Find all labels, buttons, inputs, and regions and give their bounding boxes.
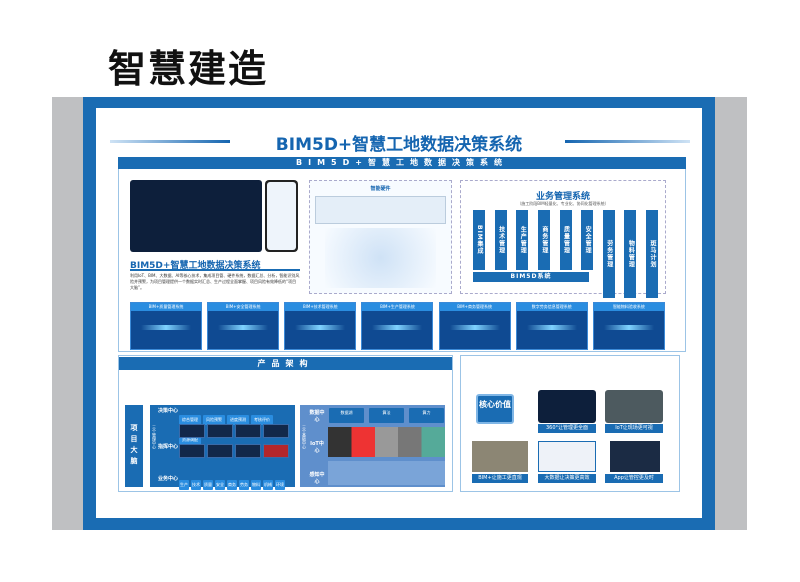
- business-item: 商务: [227, 480, 237, 490]
- command-screens: [178, 423, 295, 463]
- business-item: 生产: [179, 480, 189, 490]
- business-column: 商务管理: [537, 210, 550, 270]
- system-card: BIM+技术管理系统: [284, 302, 357, 350]
- decision-center-label: 决策中心: [158, 408, 179, 414]
- sensor-devices-image: [328, 461, 445, 485]
- management-centers: 三个管理中心 决策中心 综合管理风险预警进度预测考核评价资源调配 指挥中心 业务…: [150, 405, 295, 490]
- system-cards: BIM+质量管理系统 BIM+安全管理系统 BIM+技术管理系统 BIM+生产管理系统…: [130, 302, 665, 350]
- business-item: 机械: [263, 480, 273, 490]
- business-column: 生产管理: [516, 210, 529, 270]
- data-group: 数据湖: [329, 408, 364, 423]
- hardware-diagram: 智能硬件: [309, 180, 452, 294]
- glow-graphic: [141, 325, 191, 330]
- iot-devices-image: [328, 427, 445, 457]
- decision-item: 综合管理: [179, 415, 201, 425]
- business-column: 物料管理: [624, 210, 637, 298]
- business-item: 环境: [275, 480, 285, 490]
- core-value-section: [460, 355, 680, 492]
- decision-item: 资源调配: [179, 435, 201, 445]
- value-image: [472, 441, 528, 472]
- business-subtitle: （施工阶段BIM轻量化、专业化、协同化管理系统）: [517, 201, 609, 206]
- core-value-item: App让管控更及时: [605, 474, 663, 483]
- system-card-title: 智能物料验收系统: [593, 303, 664, 311]
- business-system: [460, 180, 666, 294]
- system-card: BIM+商务管理系统: [438, 302, 511, 350]
- sensing-center-label: 感知中心: [309, 472, 325, 485]
- business-column: 技术管理: [494, 210, 507, 270]
- decision-system-desc: 利用IoT、BIM、大数据、AI等核心技术，集成项目管、硬件系统，数据汇总、分析…: [130, 273, 300, 290]
- command-center-label: 指挥中心: [158, 444, 179, 450]
- glow-graphic: [295, 325, 346, 330]
- business-column: 质量管理: [559, 210, 572, 270]
- poster-heading: BIM5D+智慧工地数据决策系统: [275, 135, 523, 155]
- value-image: [538, 441, 596, 472]
- core-value-title: 核心价值: [476, 394, 514, 424]
- right-side-label: 三个基础中心: [302, 425, 307, 449]
- base-centers: 三个基础中心 数据中心 数据湖算法算力 IoT中心 感知中心: [300, 405, 445, 487]
- business-title: 业务管理系统: [535, 192, 590, 202]
- system-card: 数字劳务信息管理系统: [515, 302, 588, 350]
- business-item: 质量: [203, 480, 213, 490]
- system-card: BIM+生产管理系统: [361, 302, 434, 350]
- core-value-item: IoT让现场更可视: [605, 424, 663, 433]
- divider: [130, 269, 300, 271]
- crane-image: [315, 196, 446, 224]
- glow-graphic: [372, 325, 423, 330]
- business-columns: BIM集成技术管理生产管理商务管理质量管理安全管理劳务管理物料管理斑马计划: [473, 210, 658, 298]
- core-value-item: 大数据让决策更高效: [538, 474, 596, 483]
- phone-image: [265, 180, 298, 252]
- system-card-title: BIM+商务管理系统: [439, 303, 510, 311]
- system-card-title: BIM+安全管理系统: [208, 303, 279, 311]
- divider: [565, 140, 690, 143]
- business-column: 斑马计划: [646, 210, 658, 298]
- decision-item: 考核评价: [251, 415, 273, 425]
- value-image: [538, 390, 596, 423]
- hardware-title: 智能硬件: [370, 186, 391, 192]
- data-center-label: 数据中心: [309, 410, 325, 423]
- system-card-title: BIM+质量管理系统: [131, 303, 201, 311]
- value-image: [605, 390, 663, 423]
- glow-graphic: [449, 325, 500, 330]
- bim5d-base: BIM5D系统: [473, 272, 589, 282]
- iot-network-image: [325, 228, 436, 288]
- decision-item: 风险预警: [203, 415, 225, 425]
- glow-graphic: [526, 325, 577, 330]
- business-center-label: 业务中心: [158, 476, 179, 482]
- system-card-title: BIM+生产管理系统: [362, 303, 433, 311]
- business-item: 劳务: [239, 480, 249, 490]
- data-group: 算法: [369, 408, 404, 423]
- architecture-title: 产品架构: [119, 357, 452, 370]
- page-title: 智慧建造: [108, 47, 269, 91]
- left-side-label: 三个管理中心: [152, 425, 157, 449]
- iot-center-label: IoT中心: [310, 441, 324, 454]
- decision-system-title: BIM5D+智慧工地数据决策系统: [130, 261, 261, 271]
- project-brain: 项目大脑: [125, 405, 143, 487]
- system-card: 智能物料验收系统: [592, 302, 665, 350]
- system-card: BIM+安全管理系统: [207, 302, 280, 350]
- divider: [110, 140, 230, 143]
- business-item: 安全: [215, 480, 225, 490]
- glow-graphic: [603, 325, 654, 330]
- core-value-item: BIM+让施工更直观: [472, 474, 528, 483]
- business-item: 物料: [251, 480, 261, 490]
- glow-graphic: [218, 325, 269, 330]
- business-column: 劳务管理: [602, 210, 615, 298]
- system-card-title: BIM+技术管理系统: [285, 303, 356, 311]
- dashboard-image: [130, 180, 262, 252]
- system-card-title: 数字劳务信息管理系统: [516, 303, 587, 311]
- business-column: BIM集成: [473, 210, 485, 270]
- business-item: 技术: [191, 480, 201, 490]
- business-column: 安全管理: [581, 210, 594, 270]
- architecture-section: [118, 355, 453, 492]
- value-image: [610, 441, 660, 472]
- system-card: BIM+质量管理系统: [130, 302, 202, 350]
- core-value-item: 360°让管理更全面: [538, 424, 596, 433]
- section-bar: BIM5D+智慧工地数据决策系统: [118, 157, 686, 169]
- data-group: 算力: [409, 408, 444, 423]
- decision-item: 进度预测: [227, 415, 249, 425]
